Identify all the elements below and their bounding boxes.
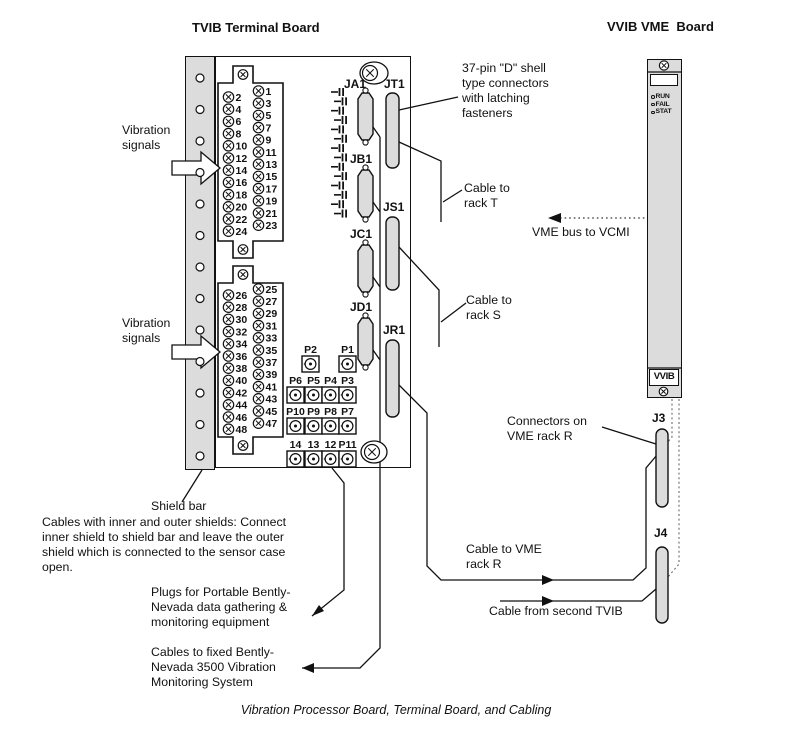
connector-label-ja1: JA1 [344, 77, 367, 91]
dshell-note: 37-pin "D" shell type connectors with la… [462, 61, 549, 120]
shield-bar [185, 56, 215, 470]
led-indicator-icon [651, 102, 655, 107]
fixed-note: Cables to fixed Bently- Nevada 3500 Vibr… [151, 645, 276, 689]
vvib-title: VVIB VME Board [607, 19, 714, 34]
shield-bar-label: Shield bar [151, 499, 207, 513]
connector-label-jc1: JC1 [350, 227, 373, 241]
cable-second-tvib-line [500, 588, 657, 602]
connector-label-js1: JS1 [383, 200, 405, 214]
led-indicator-icon [651, 95, 655, 99]
rack-r-arrowhead-icon [542, 575, 554, 585]
plugs-note: Plugs for Portable Bently- Nevada data g… [151, 585, 291, 629]
vibration-signals-label-2: Vibration signals [122, 316, 171, 345]
plugs-note-line [311, 467, 345, 617]
cable-vme-r-label: Cable to VME rack R [466, 542, 542, 571]
cable-second-tvib-label: Cable from second TVIB [489, 604, 623, 618]
vvib-label-slot [650, 74, 678, 86]
vibration-signals-label-1: Vibration signals [122, 123, 171, 152]
plugs-note-arrowhead-icon [312, 605, 324, 616]
fixed-note-arrowhead-icon [302, 663, 314, 673]
shield-note: Cables with inner and outer shields: Con… [42, 515, 287, 574]
tvib-terminal-board [215, 56, 411, 468]
tvib-title: TVIB Terminal Board [192, 20, 320, 35]
leader-connectors-vme [601, 426, 657, 445]
vme-rack-connector [655, 546, 669, 624]
vme-rack-connector [655, 428, 669, 508]
connector-label-j4: J4 [654, 526, 668, 540]
cable-rack-s-label: Cable to rack S [466, 293, 512, 322]
leader-rack-t [442, 189, 463, 203]
vvib-faceplate-label: VVIB [649, 369, 679, 386]
led-indicator-icon [651, 110, 655, 115]
connectors-vme-label: Connectors on VME rack R [507, 414, 587, 443]
vvib-led-stat: STAT [651, 108, 681, 116]
figure-caption: Vibration Processor Board, Terminal Boar… [240, 703, 552, 717]
connector-label-jb1: JB1 [350, 152, 373, 166]
vme-bus-arrowhead-icon [548, 213, 561, 223]
connector-label-j3: J3 [652, 411, 666, 425]
cable-rack-t-label: Cable to rack T [464, 181, 510, 210]
connector-label-jr1: JR1 [383, 323, 406, 337]
leader-shield-bar [181, 469, 203, 503]
connector-label-jt1: JT1 [384, 77, 405, 91]
vme-bus-label: VME bus to VCMI [532, 225, 630, 239]
dotted-backplane-line-j3 [666, 399, 673, 444]
led-label: STAT [655, 108, 672, 116]
leader-rack-s [440, 302, 467, 323]
dotted-backplane-line-j4 [667, 399, 680, 578]
connector-label-jd1: JD1 [350, 300, 373, 314]
